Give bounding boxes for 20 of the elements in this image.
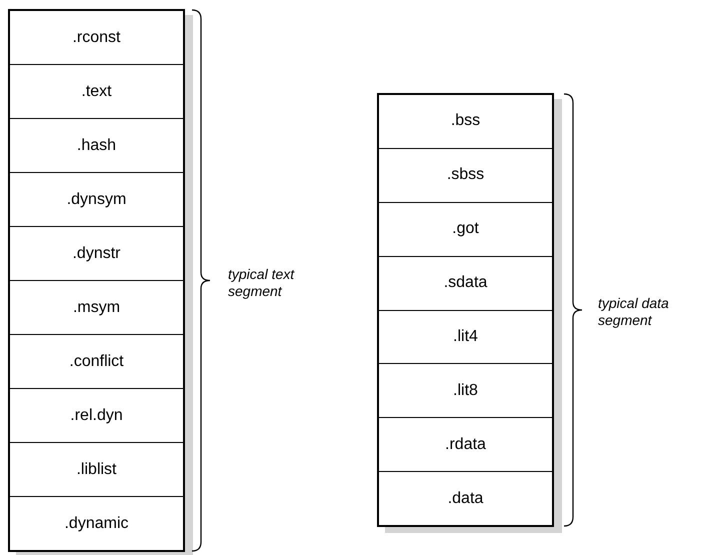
section-cell: .data [379, 472, 552, 525]
section-cell: .text [10, 65, 183, 119]
section-cell: .msym [10, 281, 183, 335]
section-cell: .lit4 [379, 310, 552, 364]
section-cell: .sdata [379, 256, 552, 310]
section-cell: .got [379, 202, 552, 257]
section-cell: .rel.dyn [10, 389, 183, 443]
section-cell: .rdata [379, 418, 552, 472]
section-cell: .dynamic [10, 497, 183, 550]
section-cell: .liblist [10, 443, 183, 497]
brace-label: typical text segment [228, 266, 296, 300]
section-cell: .dynsym [10, 173, 183, 227]
section-cell: .rconst [10, 11, 183, 65]
section-cell: .dynstr [10, 227, 183, 281]
section-cell: .sbss [379, 148, 552, 203]
section-cell: .hash [10, 119, 183, 173]
section-cell: .bss [379, 95, 552, 149]
section-cell: .lit8 [379, 364, 552, 418]
brace-label: typical data segment [598, 295, 670, 329]
section-cell: .conflict [10, 335, 183, 389]
